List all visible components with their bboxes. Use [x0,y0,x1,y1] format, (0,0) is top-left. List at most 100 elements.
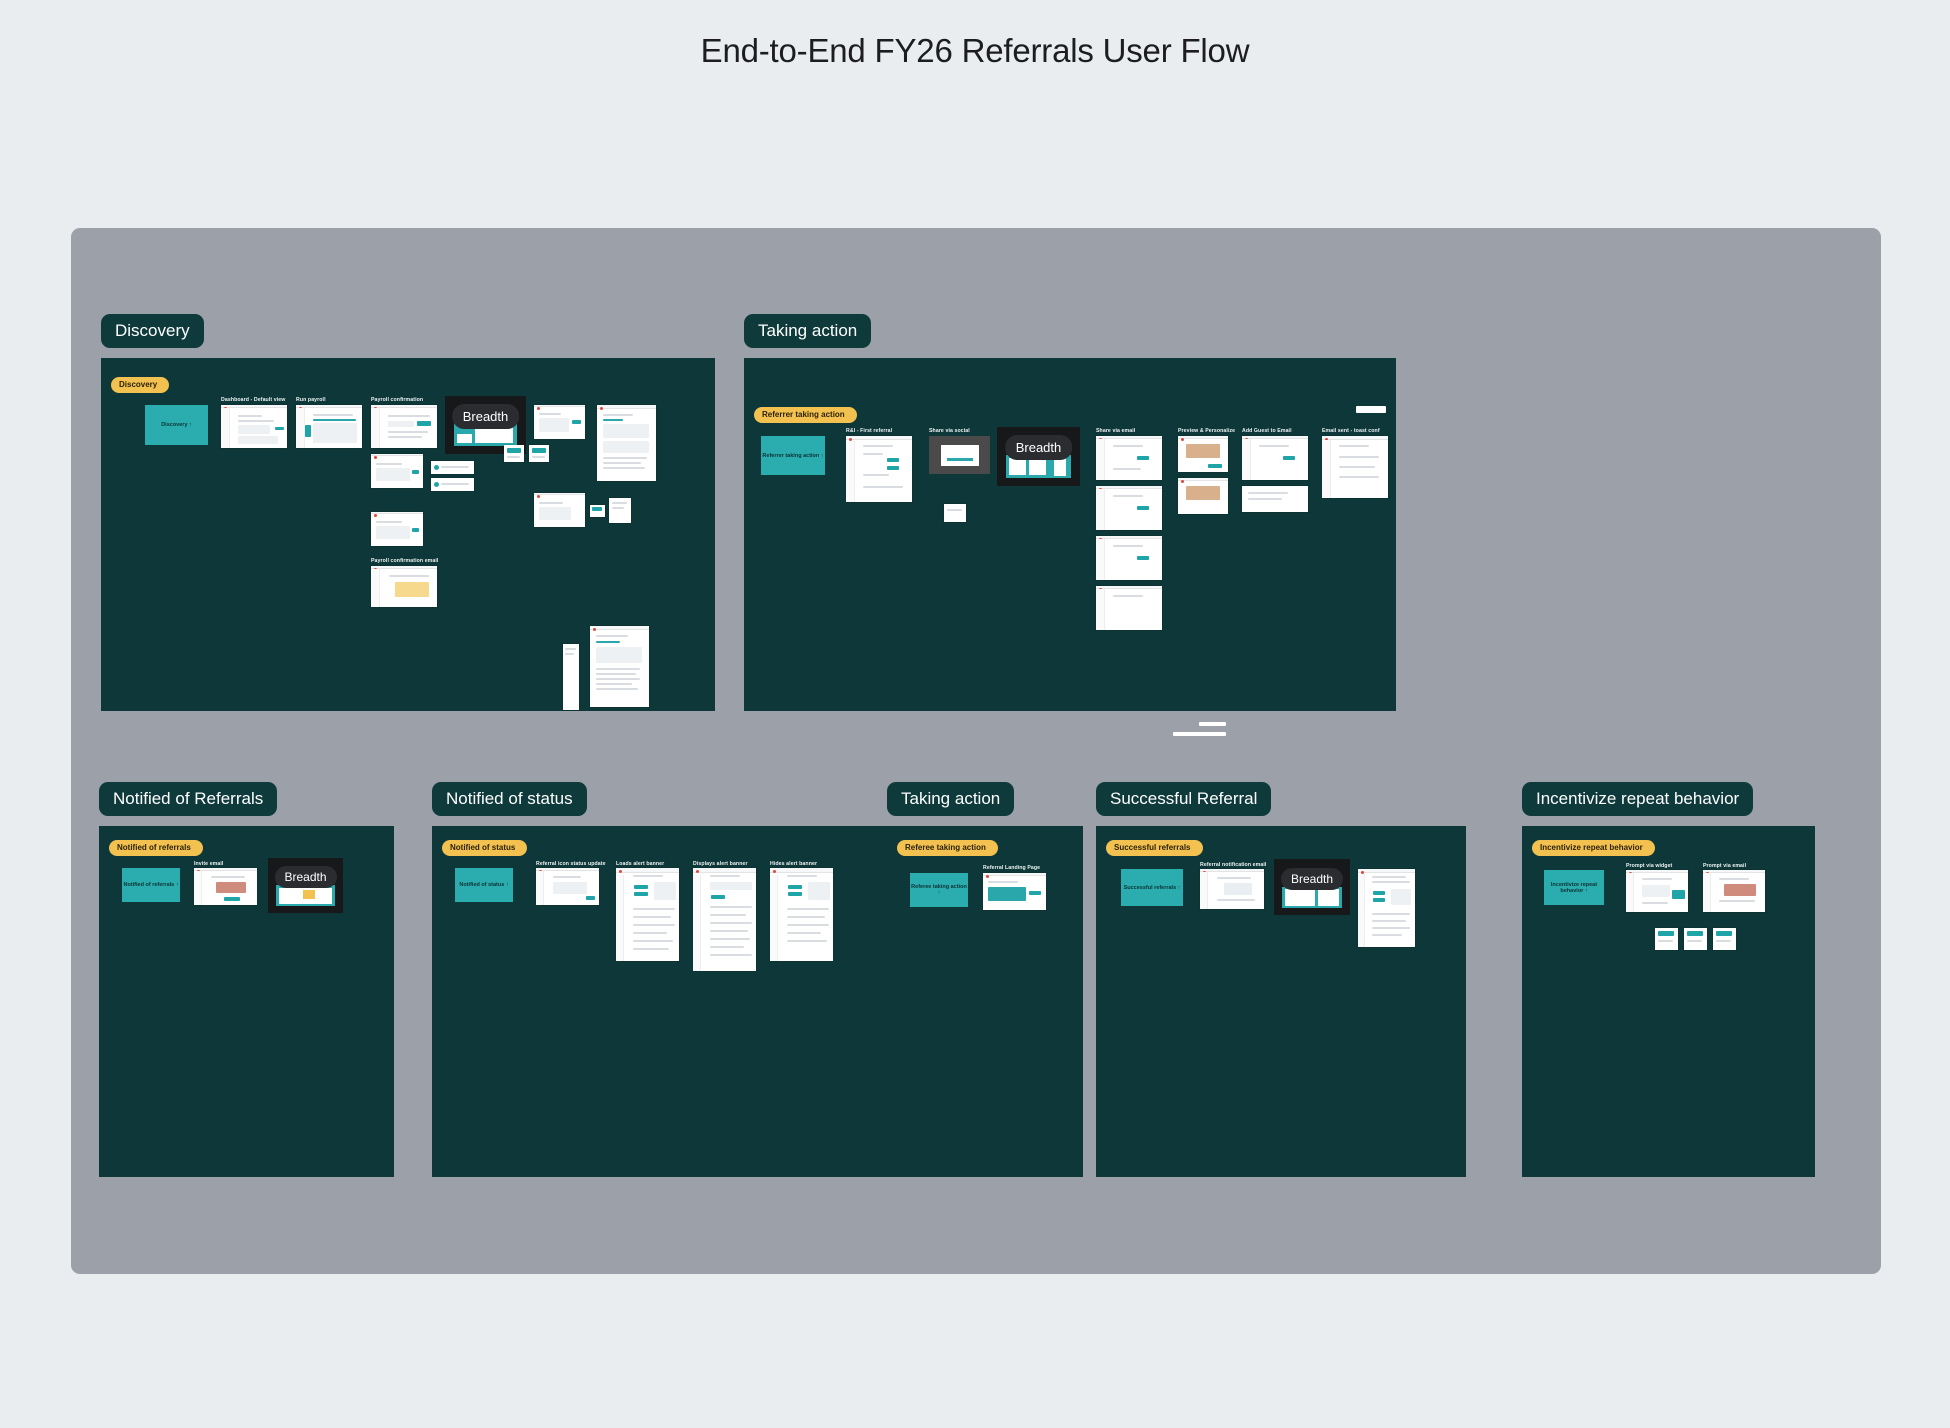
frame-label-discovery[interactable]: Discovery [101,314,204,348]
screen-share-via-email[interactable] [1096,436,1162,480]
screen-dashboard-default-view[interactable] [221,405,287,448]
screen-step-b3[interactable] [431,478,474,491]
screen-email-sent-toast-conf[interactable] [1322,436,1388,498]
text-line [710,922,752,924]
text-line [710,875,740,877]
text-line [787,940,827,942]
frame-taking-action-bottom[interactable]: Taking action Referee taking action Refe… [887,782,1083,1177]
screen-titlebar [534,493,585,498]
screen-prompt-variant-3[interactable] [1713,928,1736,950]
screen-payroll-confirmation[interactable] [371,405,437,448]
screen-preview-personalize[interactable] [1178,436,1228,472]
teal-accent [1716,931,1732,936]
screen-step-c1[interactable] [504,445,524,462]
breadth-card-discovery[interactable]: Breadth [445,396,526,454]
screen-step-e[interactable] [534,493,585,527]
email-illustration [1224,883,1252,895]
window-dot [600,407,603,410]
content-block [539,418,569,432]
hero-card-incentivize-repeat-behavior[interactable]: Incentivize repeat behavior ↑ [1544,870,1604,905]
breadth-card-notified-of-referrals[interactable]: Breadth [268,858,343,913]
screen-referral-report[interactable] [1358,869,1415,947]
screen-loads-alert-banner[interactable] [616,868,679,961]
screen-titlebar [616,868,679,873]
screen-referral-icon-status-update[interactable] [536,868,599,905]
frame-label-successful-referral[interactable]: Successful Referral [1096,782,1272,816]
text-line [787,924,829,926]
screen-titlebar [1200,869,1264,874]
screen-sidebar [536,870,545,905]
screen-step-g[interactable] [609,498,631,523]
frame-body-taking-action-bottom: Referee taking action Referee taking act… [887,826,1083,1177]
screen-step-f[interactable] [590,505,605,517]
hero-card-successful-referral[interactable]: Successful referrals ↑ [1121,869,1183,906]
frame-notified-of-status[interactable]: Notified of status Notified of status No… [432,782,889,1177]
screen-report-narrow[interactable] [563,644,579,710]
text-line [633,916,671,918]
frame-incentivize-repeat-behavior[interactable]: Incentivize repeat behavior Incentivize … [1522,782,1815,1177]
screen-prompt-variant-1[interactable] [1655,928,1678,950]
frame-successful-referral[interactable]: Successful Referral Successful referrals… [1096,782,1466,1177]
screen-preview-personalize-2[interactable] [1178,478,1228,514]
screen-prompt-via-widget[interactable] [1626,870,1688,912]
text-line [710,938,750,940]
frame-label-taking-action-top[interactable]: Taking action [744,314,872,348]
frame-label-notified-of-status[interactable]: Notified of status [432,782,587,816]
screen-sidebar [1096,589,1105,630]
screen-step-c2[interactable] [529,445,549,462]
text-line [1719,878,1749,880]
hero-card-taking-action-bottom[interactable]: Referee taking action ↑ [910,873,968,907]
window-dot [1181,438,1184,441]
hero-card-notified-of-status[interactable]: Notified of status ↑ [455,868,513,902]
breadth-card-taking-action[interactable]: Breadth [997,427,1080,486]
screen-displays-alert-banner[interactable] [693,868,756,971]
frame-label-incentivize-repeat-behavior[interactable]: Incentivize repeat behavior [1522,782,1754,816]
frame-label-taking-action-bottom[interactable]: Taking action [887,782,1015,816]
hero-card-notified-of-referrals[interactable]: Notified of referrals ↑ [122,868,180,902]
screen-add-guest-to-email-2[interactable] [1242,486,1308,512]
screen-share-via-email-3[interactable] [1096,536,1162,580]
flow-canvas[interactable]: Discovery Discovery Discovery ↑ Dashboar… [71,228,1881,1274]
screen-sidebar [221,408,230,448]
chart-area [1391,889,1411,905]
frame-label-notified-of-referrals[interactable]: Notified of Referrals [99,782,278,816]
screen-detail-long[interactable] [597,405,656,481]
screen-add-guest-to-email[interactable] [1242,436,1308,480]
screen-ri-first-referral[interactable] [846,436,912,502]
text-line [238,420,274,422]
window-dot [374,456,377,459]
screen-referral-notification-email[interactable] [1200,869,1264,909]
screen-payroll-confirmation-email[interactable] [371,566,437,607]
screen-report-tall[interactable] [590,626,649,707]
alert-banner [710,882,752,890]
teal-accent [275,427,284,430]
screen-detail-a[interactable] [534,405,585,439]
screen-prompt-variant-2[interactable] [1684,928,1707,950]
frame-taking-action-top[interactable]: Taking action Referrer taking action Ref… [744,314,1396,711]
screen-step-b1[interactable] [371,454,423,488]
screen-prompt-via-email[interactable] [1703,870,1765,912]
screen-share-via-social[interactable] [929,436,990,474]
breadth-card-successful-referral[interactable]: Breadth [1274,859,1350,915]
screen-share-via-email-2[interactable] [1096,486,1162,530]
screen-titlebar [590,626,649,631]
screen-sidebar [296,408,305,448]
screen-step-d[interactable] [371,512,423,546]
screen-invite-email[interactable] [194,868,257,905]
screen-titlebar [371,405,437,410]
screen-titlebar [221,405,287,410]
text-line [1217,877,1251,879]
pill-referrer-taking-action: Referrer taking action [754,407,857,423]
hero-card-discovery[interactable]: Discovery ↑ [145,405,208,445]
screen-sidebar [846,440,855,502]
screen-referral-landing-page[interactable] [983,873,1046,910]
screen-hides-alert-banner[interactable] [770,868,833,961]
screen-run-payroll[interactable] [296,405,362,448]
screen-share-via-social-detail[interactable] [944,504,966,522]
screen-step-b2[interactable] [431,461,474,474]
screen-share-via-email-4[interactable] [1096,586,1162,630]
frame-discovery[interactable]: Discovery Discovery Discovery ↑ Dashboar… [101,314,715,711]
hero-card-taking-action-top[interactable]: Referrer taking action ↑ [761,436,825,475]
frame-notified-of-referrals[interactable]: Notified of Referrals Notified of referr… [99,782,394,1177]
text-line [633,875,663,877]
